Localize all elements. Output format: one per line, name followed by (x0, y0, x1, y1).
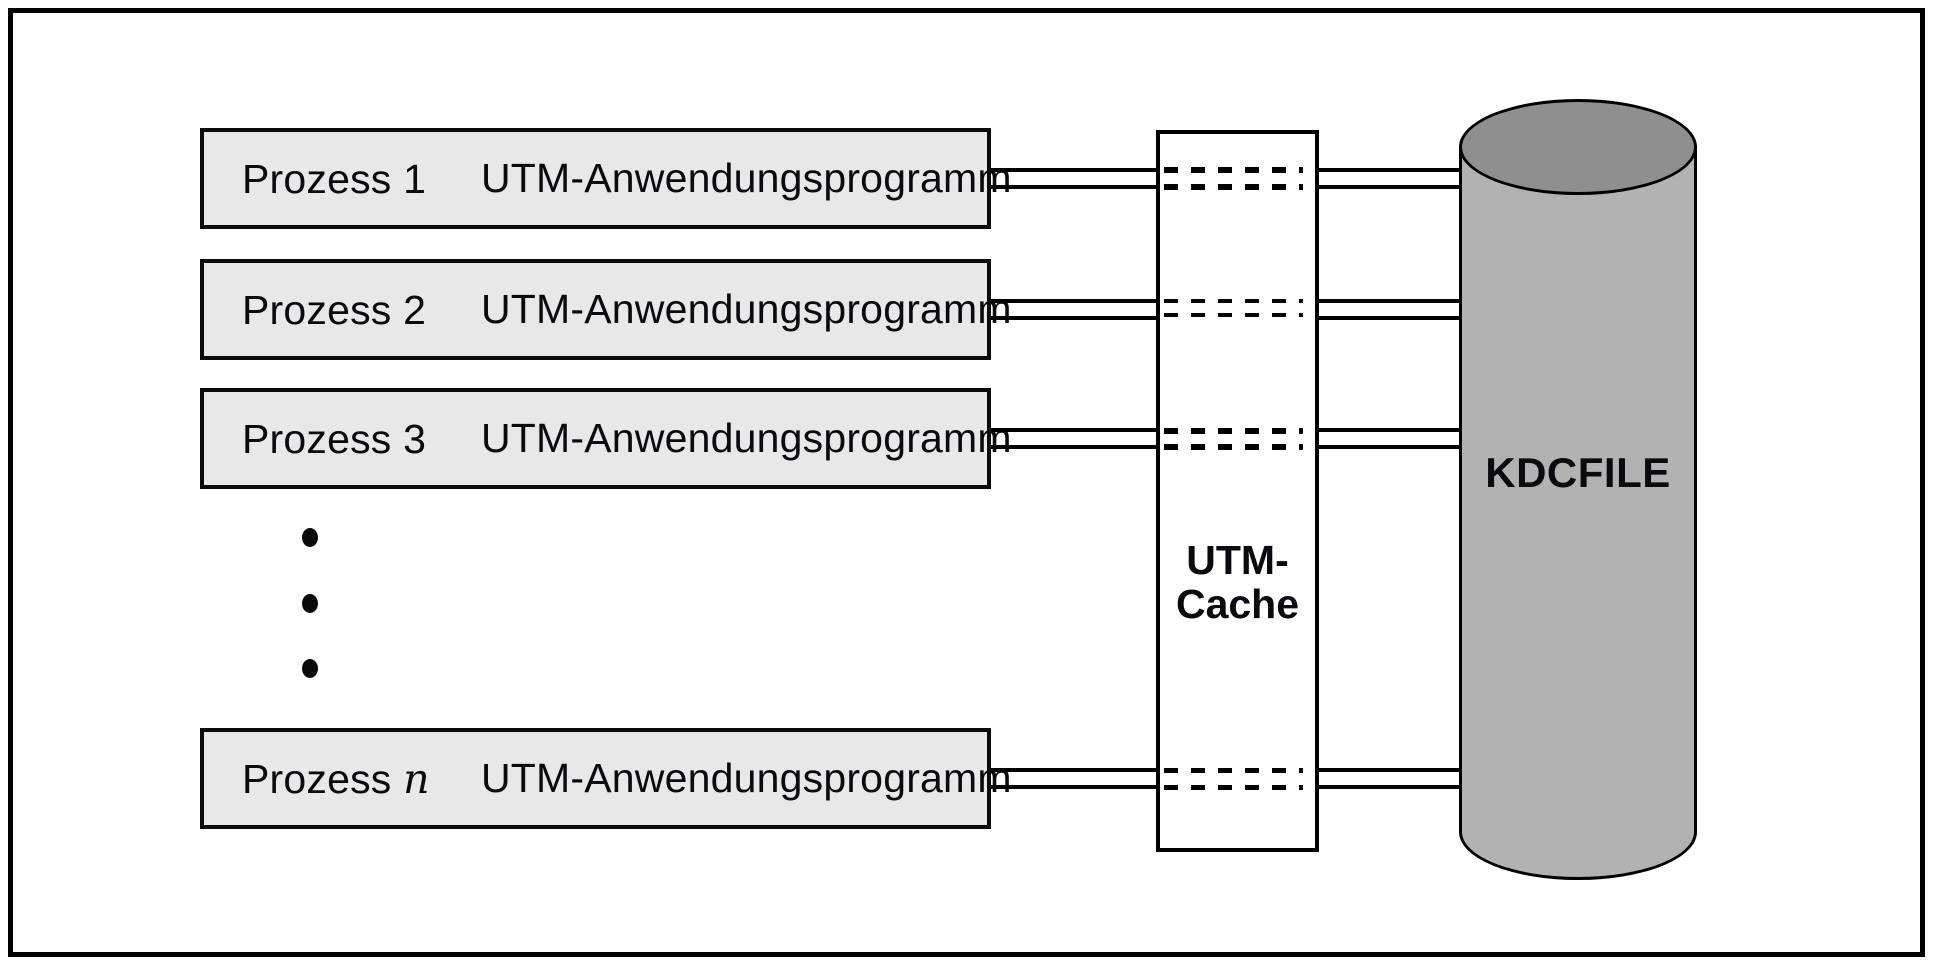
utm-cache-label-line1: UTM- (1186, 537, 1289, 583)
connection-line (991, 785, 1158, 789)
connection-line (991, 768, 1158, 772)
cache-dashed-line (1164, 167, 1303, 173)
connection-line (991, 168, 1158, 172)
program-label: UTM-Anwendungsprogramm (481, 286, 1012, 332)
process-label-index: n (403, 754, 430, 803)
utm-cache-label: UTM- Cache (1160, 538, 1315, 626)
process-box-3: Prozess 3 UTM-Anwendungsprogramm (200, 388, 1012, 489)
program-label: UTM-Anwendungsprogramm (481, 155, 1012, 201)
process-box-1: Prozess 1 UTM-Anwendungsprogramm (200, 128, 1012, 229)
ellipsis-dot (302, 594, 318, 613)
process-label: Prozess 1 (242, 155, 481, 203)
cache-dashed-line (1164, 299, 1303, 303)
utm-cache-label-line2: Cache (1175, 581, 1300, 627)
connection-line (991, 445, 1158, 449)
cache-dashed-line (1164, 428, 1303, 434)
utm-cache-box: UTM- Cache (1156, 130, 1319, 852)
ellipsis-dot (302, 659, 318, 678)
process-label: Prozess 2 (242, 286, 481, 334)
connection-line (991, 299, 1158, 303)
connection-line (1319, 299, 1461, 303)
kdcfile-cylinder-top (1459, 99, 1697, 195)
cache-dashed-line (1164, 768, 1303, 773)
figure-border (8, 8, 1925, 957)
connection-line (991, 316, 1158, 320)
program-label: UTM-Anwendungsprogramm (481, 755, 1012, 801)
process-box-2: Prozess 2 UTM-Anwendungsprogramm (200, 259, 1012, 360)
process-label: Prozess 3 (242, 415, 481, 463)
process-box-n: Prozess n UTM-Anwendungsprogramm (200, 728, 1012, 829)
connection-line (1319, 185, 1461, 189)
connection-line (1319, 316, 1461, 320)
connection-line (991, 428, 1158, 432)
process-label: Prozess n (242, 755, 481, 803)
kdcfile-cylinder-body (1459, 146, 1697, 832)
process-label-text: Prozess (242, 755, 404, 802)
program-label: UTM-Anwendungsprogramm (481, 415, 1012, 461)
cache-dashed-line (1164, 444, 1303, 450)
connection-line (1319, 785, 1461, 789)
connection-line (991, 185, 1158, 189)
cache-dashed-line (1164, 184, 1303, 190)
process-label-text: Prozess 1 (242, 155, 427, 202)
connection-line (1319, 428, 1461, 432)
cache-dashed-line (1164, 785, 1303, 790)
ellipsis-dot (302, 528, 318, 547)
cache-dashed-line (1164, 313, 1303, 317)
connection-line (1319, 445, 1461, 449)
process-label-text: Prozess 3 (242, 415, 427, 462)
connection-line (1319, 168, 1461, 172)
kdcfile-label: KDCFILE (1485, 449, 1671, 496)
process-label-text: Prozess 2 (242, 286, 427, 333)
connection-line (1319, 768, 1461, 772)
